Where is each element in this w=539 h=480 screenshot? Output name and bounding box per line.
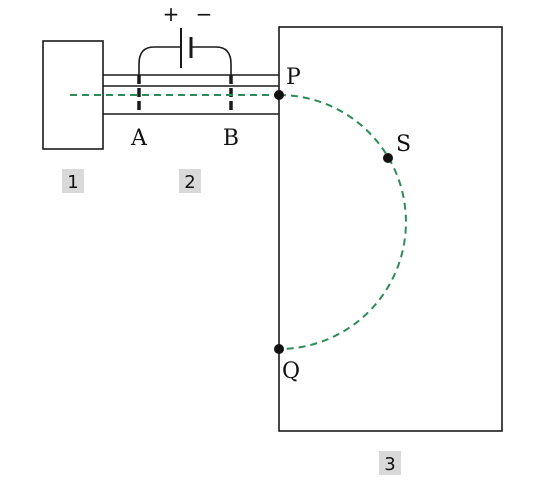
battery-wire — [138, 46, 232, 75]
region-2-badge — [179, 169, 201, 193]
field-region-box — [278, 26, 503, 432]
point-p — [274, 90, 284, 100]
plate-b-label: B — [223, 126, 239, 151]
positive-sign: + — [163, 2, 180, 26]
point-q-label: Q — [282, 359, 300, 384]
plate-a-label: A — [130, 126, 148, 151]
point-s-label: S — [396, 132, 411, 157]
region-3-badge — [379, 451, 401, 475]
particle-arc-path — [278, 94, 407, 350]
point-s — [383, 153, 393, 163]
region-1-badge — [62, 169, 84, 193]
region-3-label: 3 — [384, 454, 395, 475]
negative-sign: − — [196, 2, 213, 26]
point-q — [274, 344, 284, 354]
point-p-label: P — [286, 65, 301, 90]
region-1-label: 1 — [67, 172, 78, 193]
region-2-label: 2 — [184, 172, 195, 193]
